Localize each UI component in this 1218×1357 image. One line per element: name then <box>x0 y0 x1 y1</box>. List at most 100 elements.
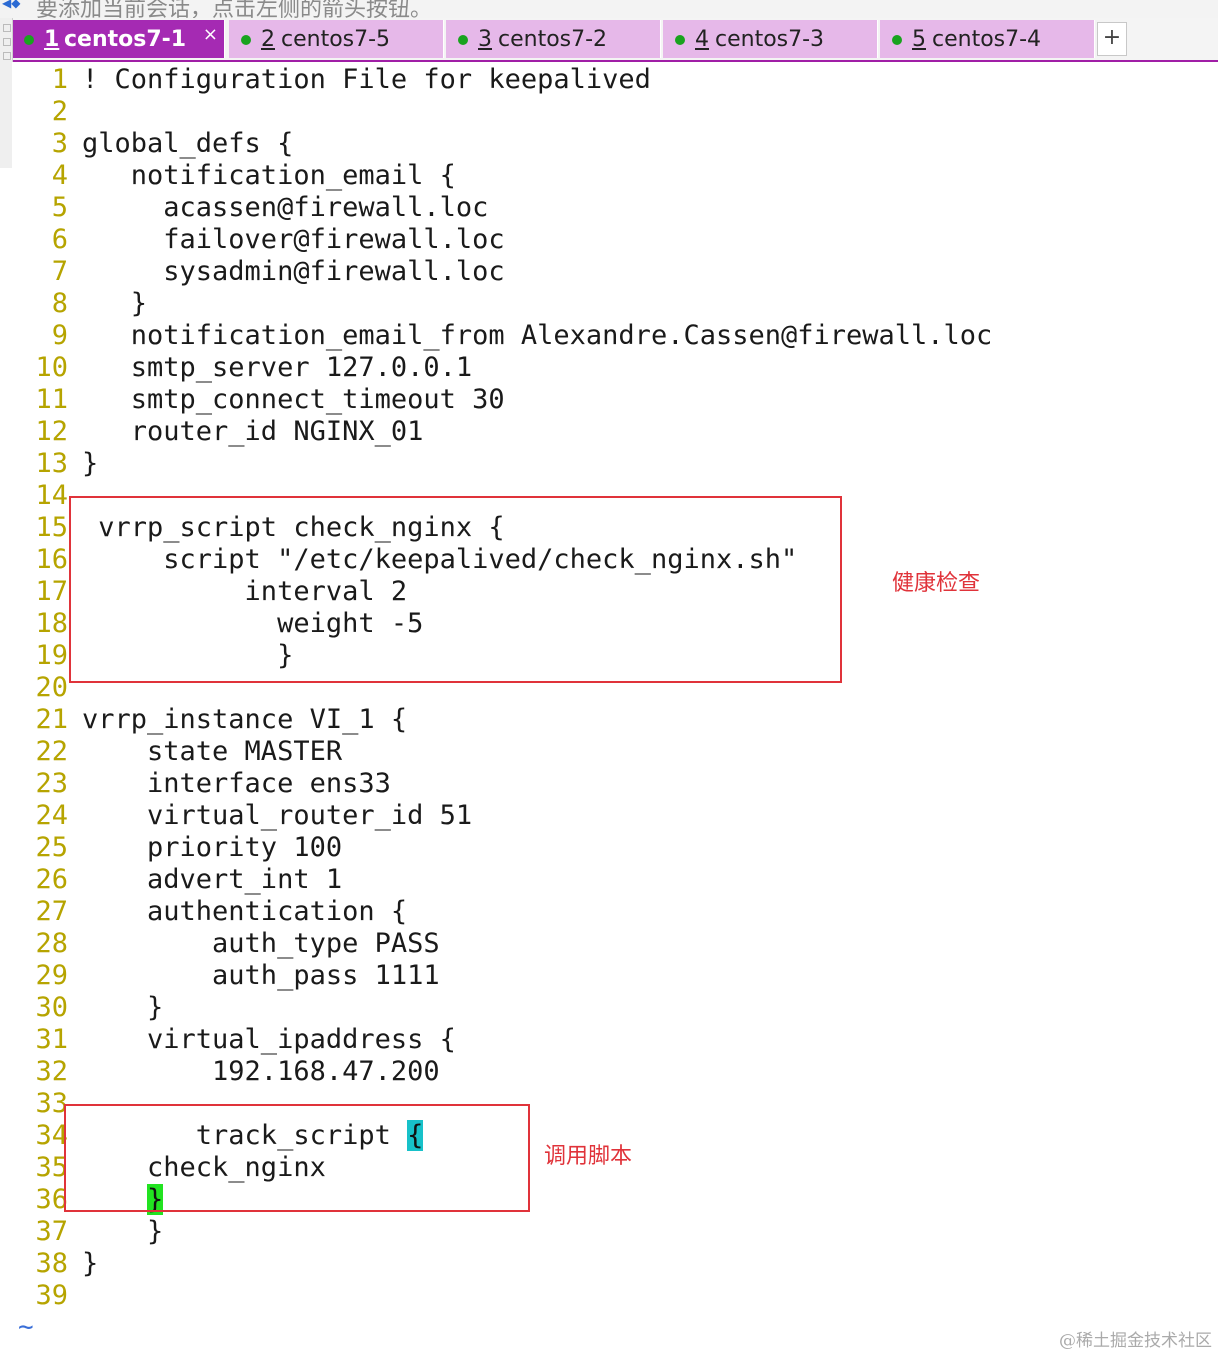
line-number: 21 <box>35 704 68 735</box>
code-line: 20 <box>34 672 992 704</box>
tab-centos7-2[interactable]: 3 centos7-2 <box>446 20 661 58</box>
line-number: 34 <box>35 1120 68 1151</box>
code-line: 33 <box>34 1088 992 1120</box>
call-script-highlight-box <box>64 1104 530 1212</box>
line-text: track_script <box>82 1120 408 1151</box>
line-number: 18 <box>35 608 68 639</box>
line-text: smtp_connect_timeout 30 <box>82 384 505 415</box>
line-text: notification_email_from Alexandre.Cassen… <box>82 320 993 351</box>
tab-centos7-5[interactable]: 2 centos7-5 <box>229 20 444 58</box>
line-number: 24 <box>35 800 68 831</box>
empty-line-tilde: ~ <box>18 1312 34 1342</box>
line-number: 8 <box>51 288 68 319</box>
line-number: 23 <box>35 768 68 799</box>
line-number: 33 <box>35 1088 68 1119</box>
line-number: 12 <box>35 416 68 447</box>
line-number: 11 <box>35 384 68 415</box>
line-text: weight -5 <box>82 608 424 639</box>
health-check-highlight-box <box>69 496 842 683</box>
code-line: 13} <box>34 448 992 480</box>
line-number: 5 <box>51 192 68 223</box>
line-text: check_nginx <box>82 1152 326 1183</box>
tab-number: 3 <box>478 27 492 52</box>
line-text: } <box>82 1248 99 1279</box>
code-line: 31 virtual_ipaddress { <box>34 1024 992 1056</box>
close-tab-icon[interactable]: × <box>202 24 218 45</box>
code-line: 29 auth_pass 1111 <box>34 960 992 992</box>
line-text: auth_type PASS <box>82 928 440 959</box>
line-number: 35 <box>35 1152 68 1183</box>
code-line: 32 192.168.47.200 <box>34 1056 992 1088</box>
line-number: 2 <box>51 96 68 127</box>
code-line: 16 script "/etc/keepalived/check_nginx.s… <box>34 544 992 576</box>
line-text: } <box>82 288 148 319</box>
line-number: 22 <box>35 736 68 767</box>
code-line: 15 vrrp_script check_nginx { <box>34 512 992 544</box>
line-number: 17 <box>35 576 68 607</box>
line-text: notification_email { <box>82 160 456 191</box>
line-text: virtual_router_id 51 <box>82 800 473 831</box>
line-number: 3 <box>51 128 68 159</box>
side-toolbar-icon[interactable] <box>3 52 11 60</box>
new-tab-button[interactable]: + <box>1097 22 1127 56</box>
line-text: } <box>82 1216 164 1247</box>
tab-centos7-1[interactable]: 1 centos7-1 × <box>12 20 225 58</box>
line-number: 25 <box>35 832 68 863</box>
code-line: 30 } <box>34 992 992 1024</box>
code-line: 12 router_id NGINX_01 <box>34 416 992 448</box>
bracket-highlight: { <box>407 1120 424 1151</box>
line-text: auth_pass 1111 <box>82 960 440 991</box>
code-line: 9 notification_email_from Alexandre.Cass… <box>34 320 993 352</box>
line-number: 7 <box>51 256 68 287</box>
line-text: vrrp_instance VI_1 { <box>82 704 408 735</box>
line-text: virtual_ipaddress { <box>82 1024 456 1055</box>
line-number: 32 <box>35 1056 68 1087</box>
side-toolbar-icon[interactable] <box>3 24 11 32</box>
tab-label: centos7-3 <box>715 27 825 52</box>
line-number: 27 <box>35 896 68 927</box>
tab-centos7-4[interactable]: 5 centos7-4 <box>880 20 1095 58</box>
line-number: 31 <box>35 1024 68 1055</box>
tab-centos7-3[interactable]: 4 centos7-3 <box>663 20 878 58</box>
line-text: state MASTER <box>82 736 343 767</box>
tab-label: centos7-2 <box>498 27 608 52</box>
session-arrow-icon[interactable]: ◀◆ <box>2 0 21 10</box>
line-number: 9 <box>51 320 68 351</box>
code-line: 21 vrrp_instance VI_1 { <box>34 704 992 736</box>
side-toolbar-icon[interactable] <box>3 38 11 46</box>
line-number: 30 <box>35 992 68 1023</box>
code-line: 34 track_script { <box>34 1120 992 1152</box>
line-number: 10 <box>35 352 68 383</box>
bracket-highlight: } <box>147 1184 164 1215</box>
tab-number: 2 <box>261 27 275 52</box>
code-line: 35 check_nginx <box>34 1152 992 1184</box>
line-number: 15 <box>35 512 68 543</box>
code-line: 14 <box>34 480 992 512</box>
line-number: 4 <box>51 160 68 191</box>
line-text: vrrp_script check_nginx { <box>82 512 505 543</box>
code-line: 19 } <box>34 640 992 672</box>
line-text: } <box>82 448 99 479</box>
tab-number: 5 <box>912 27 926 52</box>
line-text: smtp_server 127.0.0.1 <box>82 352 473 383</box>
connected-status-icon <box>241 35 251 45</box>
line-number: 13 <box>35 448 68 479</box>
line-text: ! Configuration File for keepalived <box>82 64 651 95</box>
code-line: 23 interface ens33 <box>34 768 992 800</box>
code-line: 5 acassen@firewall.loc <box>34 192 992 224</box>
line-text: failover@firewall.loc <box>82 224 505 255</box>
line-text: } <box>82 640 294 671</box>
line-number: 14 <box>35 480 68 511</box>
code-line: 18 weight -5 <box>34 608 992 640</box>
code-line: 11 smtp_connect_timeout 30 <box>34 384 992 416</box>
line-text: priority 100 <box>82 832 343 863</box>
code-line: 28 auth_type PASS <box>34 928 992 960</box>
line-number: 26 <box>35 864 68 895</box>
connected-status-icon <box>24 35 34 45</box>
line-number: 37 <box>35 1216 68 1247</box>
line-number: 20 <box>35 672 68 703</box>
tab-number: 1 <box>44 27 60 52</box>
